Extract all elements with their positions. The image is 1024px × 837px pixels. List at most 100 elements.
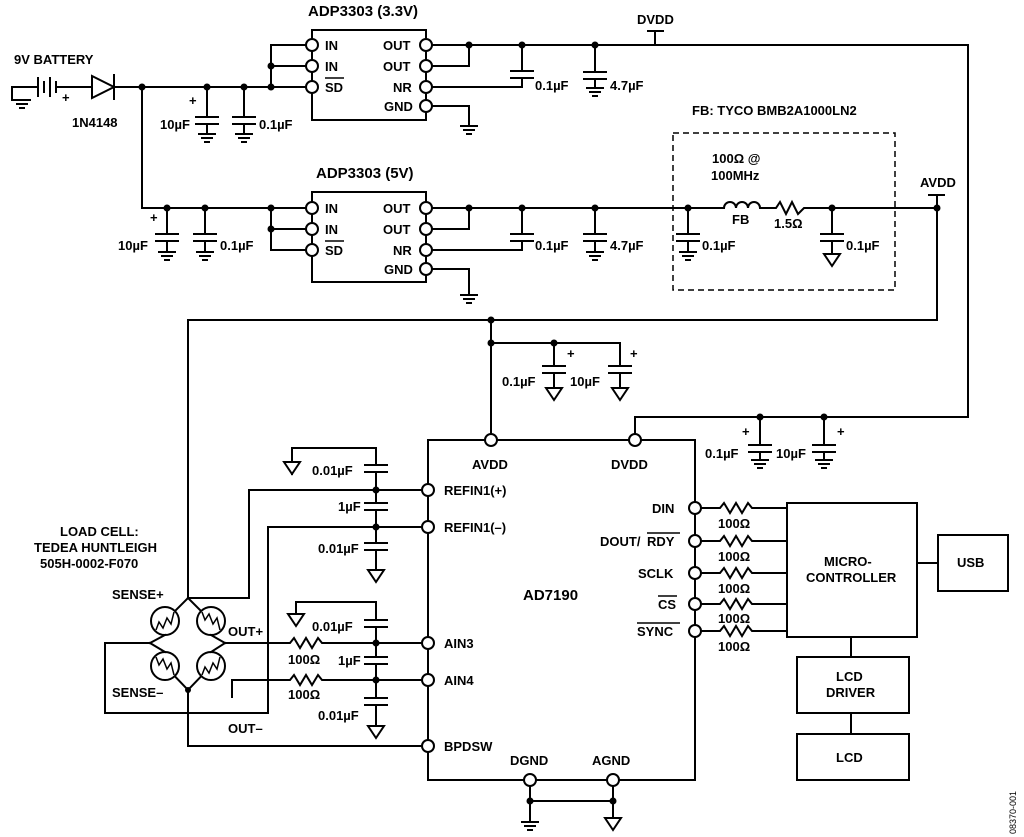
svg-text:0.01µF: 0.01µF [318,541,359,556]
pin-nr: NR [393,80,412,95]
svg-text:0.1µF: 0.1µF [502,374,536,389]
regulator-bottom-body [311,191,427,283]
svg-text:100Ω: 100Ω [718,611,750,626]
diode-label: 1N4148 [72,115,118,130]
svg-text:10µF: 10µF [776,446,806,461]
svg-text:LOAD CELL:: LOAD CELL: [60,524,139,539]
ferrite-filter: FB: TYCO BMB2A1000LN2 100Ω @ 100MHz FB 1… [187,103,956,324]
battery-label: 9V BATTERY [14,52,94,67]
regulator-bottom-outputs: 0.1µF 4.7µF [431,204,725,304]
dvdd-decoupling: + 0.1µF + 10µF [634,413,845,469]
svg-text:+: + [742,424,750,439]
svg-text:LCD: LCD [836,750,863,765]
svg-text:SCLK: SCLK [638,566,674,581]
svg-text:TEDEA HUNTLEIGH: TEDEA HUNTLEIGH [34,540,157,555]
svg-text:OUT+: OUT+ [228,624,263,639]
diode-1n4148 [91,74,117,100]
svg-text:1.5Ω: 1.5Ω [774,216,803,231]
lcd-driver-box [796,656,910,714]
svg-text:100MHz: 100MHz [711,168,760,183]
pin-out-1: OUT [383,38,411,53]
svg-text:DVDD: DVDD [611,457,648,472]
adc-ground [520,785,623,832]
svg-text:REFIN1(+): REFIN1(+) [444,483,506,498]
svg-text:AVDD: AVDD [472,457,508,472]
regulator-top-body [311,29,427,121]
svg-text:505H-0002-F070: 505H-0002-F070 [40,556,138,571]
svg-text:IN: IN [325,222,338,237]
svg-text:0.1µF: 0.1µF [220,238,254,253]
pin-out-2: OUT [383,59,411,74]
adc-ad7190: AD7190 AVDD DVDD REFIN1(+) REFIN1(–) AIN… [421,433,702,787]
regulator-bottom-inputs: + 10µF 0.1µF [118,86,307,261]
svg-text:RDY: RDY [647,534,675,549]
svg-text:100Ω: 100Ω [718,549,750,564]
svg-text:DOUT/: DOUT/ [600,534,641,549]
svg-text:AIN4: AIN4 [444,673,474,688]
svg-text:+: + [567,346,575,361]
svg-text:10µF: 10µF [118,238,148,253]
regulator-bottom: ADP3303 (5V) IN IN SD OUT OUT NR GND [305,165,433,283]
svg-text:4.7µF: 4.7µF [610,78,644,93]
lcd-box [796,733,910,781]
svg-text:100Ω: 100Ω [718,516,750,531]
svg-text:DIN: DIN [652,501,674,516]
svg-text:0.01µF: 0.01µF [312,619,353,634]
analog-front-caps: 0.01µF 1µF 0.01µF 0.01µF 1µF 0.01µF 100Ω [187,319,423,747]
regulator-bottom-title: ADP3303 (5V) [316,165,414,182]
filter-box [672,132,896,291]
digital-blocks: MICRO- CONTROLLER USB LCD DRIVER LCD [786,502,1009,781]
svg-text:+: + [150,210,158,225]
svg-text:LCD: LCD [836,669,863,684]
svg-text:SYNC: SYNC [637,624,674,639]
avdd-rail-label: AVDD [920,175,956,190]
svg-text:+: + [837,424,845,439]
svg-text:0.01µF: 0.01µF [318,708,359,723]
svg-text:0.1µF: 0.1µF [535,238,569,253]
svg-text:0.1µF: 0.1µF [705,446,739,461]
svg-text:REFIN1(–): REFIN1(–) [444,520,506,535]
adc-name: AD7190 [523,587,578,604]
svg-text:OUT: OUT [383,222,411,237]
svg-text:SD: SD [325,243,343,258]
svg-text:AIN3: AIN3 [444,636,474,651]
svg-text:MICRO-: MICRO- [824,554,872,569]
svg-text:10µF: 10µF [570,374,600,389]
svg-text:1µF: 1µF [338,653,361,668]
pin-in-1: IN [325,38,338,53]
svg-text:0.1µF: 0.1µF [846,238,880,253]
microcontroller-box [786,502,918,638]
svg-text:DGND: DGND [510,753,548,768]
svg-text:0.1µF: 0.1µF [702,238,736,253]
svg-text:SENSE+: SENSE+ [112,587,164,602]
svg-text:DRIVER: DRIVER [826,685,876,700]
svg-text:0.1µF: 0.1µF [535,78,569,93]
svg-text:0.01µF: 0.01µF [312,463,353,478]
pin-in-2: IN [325,59,338,74]
dvdd-rail-label: DVDD [637,12,674,27]
svg-text:OUT: OUT [383,201,411,216]
svg-text:AGND: AGND [592,753,630,768]
avdd-decoupling: + 0.1µF + 10µF [487,319,638,441]
svg-text:SENSE–: SENSE– [112,685,163,700]
svg-text:4.7µF: 4.7µF [610,238,644,253]
svg-text:+: + [189,93,197,108]
svg-text:NR: NR [393,243,412,258]
svg-text:CS: CS [658,597,676,612]
svg-text:100Ω: 100Ω [718,639,750,654]
svg-text:OUT–: OUT– [228,721,263,736]
svg-text:FB: FB [732,212,749,227]
regulator-top: ADP3303 (3.3V) IN IN SD OUT OUT NR GND [305,3,433,121]
svg-text:IN: IN [325,201,338,216]
battery-input: 9V BATTERY + 1N4148 + 10µF 0.1µF [11,44,307,143]
svg-text:10µF: 10µF [160,117,190,132]
svg-text:100Ω @: 100Ω @ [712,151,760,166]
svg-text:BPDSW: BPDSW [444,739,493,754]
svg-text:100Ω: 100Ω [288,652,320,667]
usb-box [937,534,1009,592]
regulator-top-title: ADP3303 (3.3V) [308,3,418,20]
filter-title: FB: TYCO BMB2A1000LN2 [692,103,857,118]
load-cell: LOAD CELL: TEDEA HUNTLEIGH 505H-0002-F07… [34,524,269,736]
svg-text:+: + [630,346,638,361]
